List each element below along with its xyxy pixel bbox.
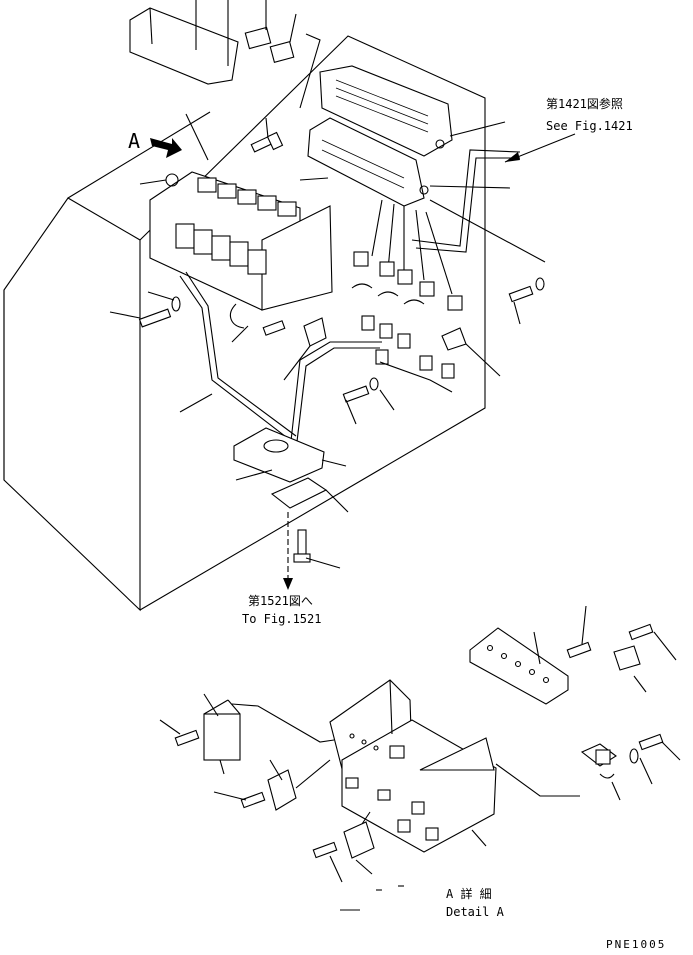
detail-relay-left: [159, 693, 335, 775]
detail-base-plate: [329, 679, 580, 853]
ref-top-en: See Fig.1421: [546, 119, 633, 133]
top-cover: [129, 0, 239, 85]
clip-parts: [244, 0, 321, 109]
detail-caption: A 詳 細 Detail A: [340, 885, 505, 919]
grommet-plate: [233, 427, 349, 513]
ref-bottom-en: To Fig.1521: [242, 612, 321, 626]
ref-bottom-jp: 第1521図へ: [248, 594, 313, 608]
detail-label-jp: A 詳 細: [446, 886, 492, 901]
detail-a: A 詳 細 Detail A: [159, 605, 681, 919]
bolt-left: [109, 291, 181, 328]
detail-relay-right: [580, 733, 681, 801]
detail-label-en: Detail A: [446, 905, 505, 919]
view-marker-label: A: [128, 129, 140, 153]
relay-center: [231, 317, 327, 381]
detail-relay-bottom: [312, 811, 375, 883]
ref-top-jp: 第1421図参照: [546, 96, 623, 111]
panel-box: [3, 35, 486, 612]
drawing-code: PNE1005: [606, 938, 666, 951]
relay-row: [175, 177, 297, 275]
ref-fig-1421: 第1421図参照 See Fig.1421: [546, 96, 633, 133]
fuse-box: [139, 113, 333, 311]
view-arrow-icon: [150, 138, 182, 158]
ref-fig-1521: 第1521図へ To Fig.1521: [242, 594, 321, 626]
bolt-top: [250, 117, 284, 153]
mount-rail: [469, 627, 569, 705]
bolt-mid: [342, 377, 395, 425]
bolt-bottom: [283, 512, 341, 590]
detail-relay-mid: [213, 759, 331, 811]
connector-block: [307, 65, 546, 263]
bolt-right: [508, 277, 545, 325]
connector-cluster: [351, 199, 501, 393]
view-arrow: A: [128, 129, 182, 158]
detail-bolts-right: [566, 605, 677, 693]
